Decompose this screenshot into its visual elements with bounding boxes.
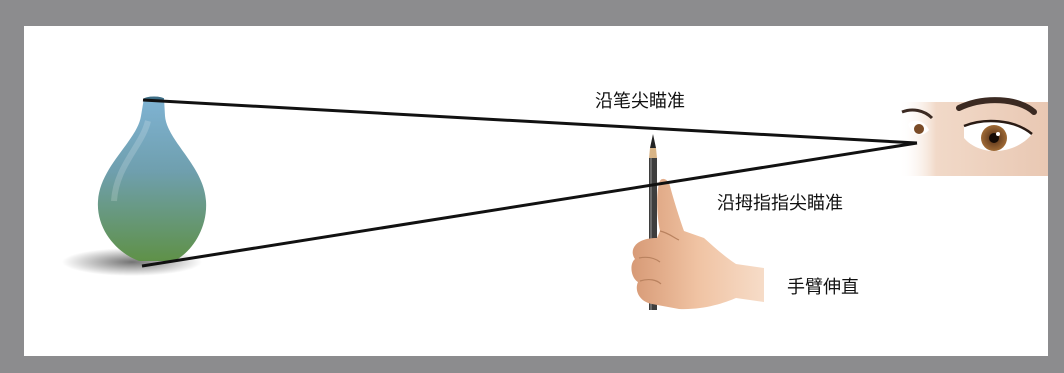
diagram-panel: 沿笔尖瞄准 沿拇指指尖瞄准 手臂伸直 — [24, 26, 1048, 356]
eye-image — [899, 100, 1048, 176]
label-arm-straight: 手臂伸直 — [787, 273, 859, 299]
sight-lines — [142, 100, 917, 266]
sight-diagram — [24, 26, 1048, 356]
sight-line-top — [143, 100, 917, 143]
label-aim-pencil-tip: 沿笔尖瞄准 — [595, 87, 685, 113]
label-aim-thumb-tip: 沿拇指指尖瞄准 — [717, 189, 843, 215]
vase-image — [62, 97, 206, 277]
